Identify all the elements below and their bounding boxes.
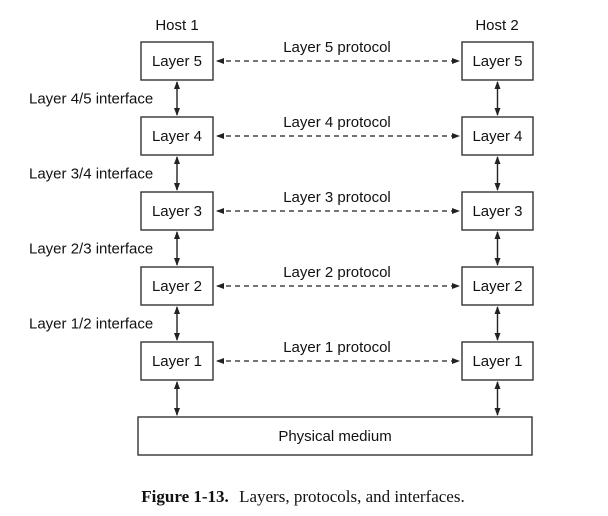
figure-caption-text: Layers, protocols, and interfaces. xyxy=(239,487,465,506)
host-2-label: Host 2 xyxy=(475,17,518,34)
figure-caption: Figure 1-13. Layers, protocols, and inte… xyxy=(141,487,464,506)
host-1-layer-1-label: Layer 1 xyxy=(152,353,202,370)
host-2-layer-3-label: Layer 3 xyxy=(472,203,522,220)
host-2-layer-5-label: Layer 5 xyxy=(472,53,522,70)
host-2-layer-2-box xyxy=(461,266,534,306)
host-1-layer-5-label: Layer 5 xyxy=(152,53,202,70)
host-2-layer-2-label: Layer 2 xyxy=(472,278,522,295)
host-1-layer-2-label: Layer 2 xyxy=(152,278,202,295)
host-1-layer-3-box xyxy=(140,191,214,231)
interface-label: Layer 4/5 interface xyxy=(29,91,153,108)
host-2-layer-3-box xyxy=(461,191,534,231)
host-1-label: Host 1 xyxy=(155,17,198,34)
host-2-layer-4-box xyxy=(461,116,534,156)
physical-medium-label: Physical medium xyxy=(278,428,391,445)
layer-1-protocol-label: Layer 1 protocol xyxy=(283,339,391,356)
interface-label: Layer 2/3 interface xyxy=(29,241,153,258)
layer-3-protocol-label: Layer 3 protocol xyxy=(283,189,391,206)
layer-4-protocol-label: Layer 4 protocol xyxy=(283,114,391,131)
host-1-layer-5-box xyxy=(140,41,214,81)
host-1-layer-3-label: Layer 3 xyxy=(152,203,202,220)
layer-5-protocol-label: Layer 5 protocol xyxy=(283,39,391,56)
interface-label: Layer 1/2 interface xyxy=(29,316,153,333)
host-2-layer-4-label: Layer 4 xyxy=(472,128,522,145)
host-1-layer-4-label: Layer 4 xyxy=(152,128,202,145)
figure-number: Figure 1-13. xyxy=(141,487,229,506)
host-2-layer-1-box xyxy=(461,341,534,381)
host-1-layer-4-box xyxy=(140,116,214,156)
host-2-layer-1-label: Layer 1 xyxy=(472,353,522,370)
host-1-layer-1-box xyxy=(140,341,214,381)
interface-label: Layer 3/4 interface xyxy=(29,166,153,183)
physical-medium-box xyxy=(137,416,533,456)
host-1-layer-2-box xyxy=(140,266,214,306)
layer-2-protocol-label: Layer 2 protocol xyxy=(283,264,391,281)
host-2-layer-5-box xyxy=(461,41,534,81)
